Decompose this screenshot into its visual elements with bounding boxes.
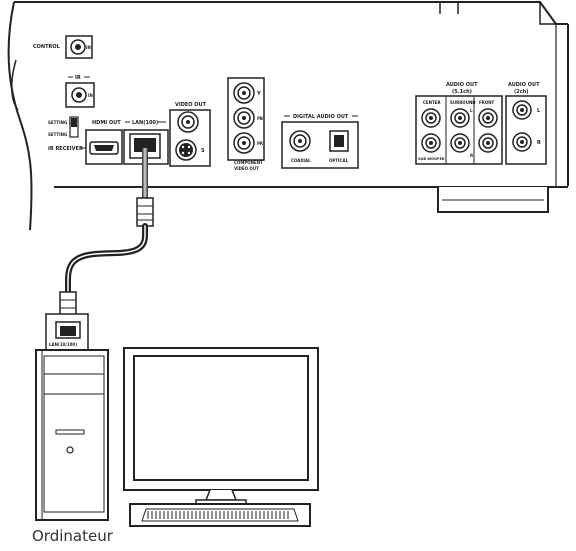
- front-label: FRONT: [479, 100, 495, 105]
- video-out-label: VIDEO OUT: [175, 102, 207, 108]
- lan-cable: [59, 148, 154, 319]
- component-video-jacks: Y PB PR COMPONENT VIDEO OUT: [227, 77, 265, 171]
- surround-label: SURROUND: [450, 100, 476, 105]
- component-video-out-label: VIDEO OUT: [234, 166, 259, 171]
- pr-label: PR: [257, 141, 263, 146]
- keyboard: [129, 503, 311, 527]
- ir-receiver-label: IR RECEIVER: [48, 146, 83, 152]
- audio-out-2ch: AUDIO OUT (2ch) L R: [505, 82, 547, 165]
- component-label: COMPONENT: [234, 160, 263, 165]
- setting2-label: SETTING 2: [48, 120, 72, 125]
- sub-woofer-label: SUB WOOFER: [418, 157, 445, 161]
- y-label: Y: [256, 91, 261, 97]
- audio-2ch-r-label: R: [537, 140, 541, 146]
- setting-switch: SETTING 2 SETTING 1 IR RECEIVER: [48, 116, 88, 152]
- pb-label: PB: [257, 116, 263, 121]
- optical-label: OPTICAL: [329, 158, 349, 163]
- s-video-label: S: [201, 148, 205, 154]
- center-label: CENTER: [423, 100, 441, 105]
- monitor: [123, 347, 319, 509]
- control-label: CONTROL: [33, 44, 61, 50]
- lan-label: LAN(100): [132, 120, 158, 126]
- caption: Ordinateur: [32, 527, 113, 545]
- ir-in-label: IN: [88, 93, 93, 98]
- audio-out-2ch-ch-label: (2ch): [514, 89, 529, 95]
- audio-out-51-label: AUDIO OUT: [446, 82, 478, 88]
- surround-l-label: L: [470, 108, 473, 113]
- pc-tower: LAN(10/100): [35, 313, 109, 521]
- digital-audio-out-label: DIGITAL AUDIO OUT: [293, 114, 349, 120]
- ir-label: IR: [75, 75, 81, 81]
- audio-2ch-l-label: L: [537, 108, 541, 114]
- hdmi-out-label: HDMI OUT: [92, 120, 121, 126]
- player-rear-panel: [7, 1, 569, 231]
- setting1-label: SETTING 1: [48, 132, 72, 137]
- control-in-jack: CONTROL IN: [33, 35, 93, 59]
- ir-in-jack: IR IN: [65, 75, 95, 108]
- hdmi-out-port: HDMI OUT: [85, 120, 123, 165]
- audio-out-51-ch-label: (5.1ch): [452, 89, 472, 95]
- video-out-jacks: VIDEO OUT S: [169, 102, 211, 167]
- audio-out-2ch-label: AUDIO OUT: [508, 82, 540, 88]
- keyboard-keys: [147, 511, 289, 519]
- audio-out-51ch: AUDIO OUT (5.1ch) CENTER SURROUND FRONT …: [415, 82, 503, 165]
- surround-r-label: R: [470, 153, 473, 158]
- pc-lan-label: LAN(10/100): [49, 342, 77, 347]
- digital-audio-out: DIGITAL AUDIO OUT COAXIAL OPTICAL: [281, 114, 359, 169]
- coaxial-label: COAXIAL: [291, 158, 311, 163]
- control-in-label: IN: [86, 45, 91, 50]
